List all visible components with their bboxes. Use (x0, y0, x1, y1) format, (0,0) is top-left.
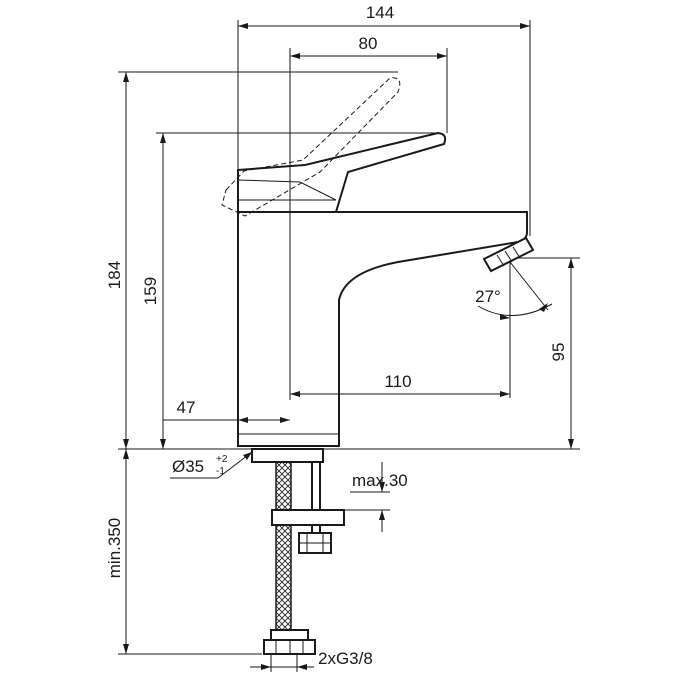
base-flange (251, 448, 324, 463)
dim-label-lever-reach: 80 (359, 34, 378, 53)
dimension-outlet-height: 95 (549, 258, 574, 449)
dim-label-spray-angle: 27° (475, 287, 501, 306)
dimension-overall-width: 144 (238, 3, 530, 29)
dimension-spout-height: 159 (141, 133, 166, 449)
dimension-spray-angle: 27° (475, 261, 553, 320)
lever-handle (237, 131, 447, 213)
dim-label-hole-diameter: Ø35 (172, 457, 204, 476)
dim-label-spout-projection: 110 (384, 372, 411, 391)
dimension-spout-projection: 110 (290, 372, 510, 397)
dim-label-hose-length: min.350 (105, 518, 124, 578)
dimension-hose-length: min.350 (105, 449, 129, 654)
aerator-outlet (482, 236, 535, 273)
dimension-lever-reach: 80 (290, 34, 447, 59)
dimension-overall-height: 184 (105, 72, 129, 449)
dim-label-hole-tol-upper: +2 (216, 454, 228, 465)
connection-nut (263, 629, 316, 655)
dim-label-max-deck: max.30 (352, 471, 408, 490)
dim-label-body-offset: 47 (177, 398, 196, 417)
extension-lines (118, 20, 580, 672)
dimension-max-deck: max.30 (352, 462, 408, 532)
dim-label-spout-height: 159 (141, 277, 160, 305)
dim-label-overall-height: 184 (105, 261, 124, 289)
fixing-bracket (271, 509, 345, 554)
lever-handle-open-position (221, 77, 401, 217)
dim-label-outlet-height: 95 (549, 343, 568, 362)
dim-label-overall-width: 144 (366, 3, 394, 22)
dimension-body-offset: 47 (163, 398, 290, 423)
dimension-hole-diameter: Ø35 +2 -1 (170, 451, 253, 479)
faucet-body (237, 211, 528, 447)
dim-label-hole-tol-lower: -1 (216, 466, 225, 477)
dim-label-connection: 2xG3/8 (318, 649, 373, 668)
dimension-connection: 2xG3/8 (250, 649, 373, 670)
